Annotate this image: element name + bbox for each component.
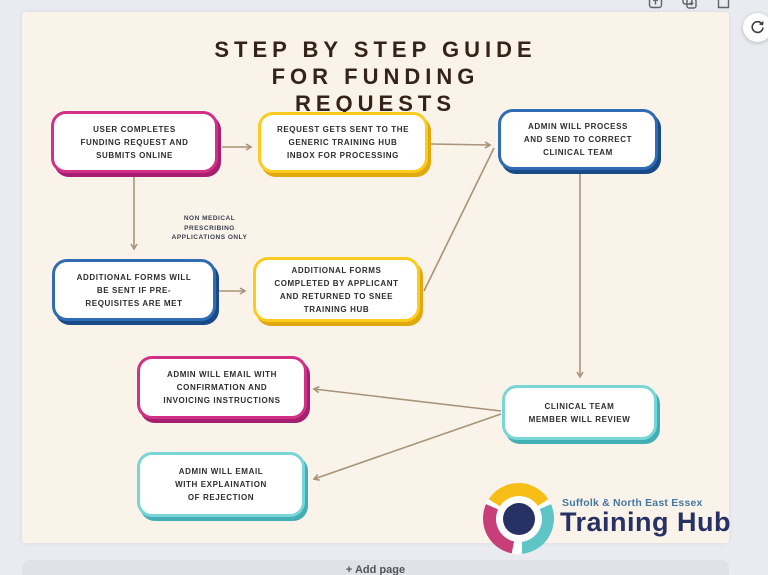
flow-node-additional-forms-sent[interactable]: ADDITIONAL FORMS WILL BE SENT IF PRE- RE… bbox=[52, 259, 216, 321]
logo-bottom-notch bbox=[515, 539, 522, 554]
page-toolbar bbox=[648, 0, 731, 9]
logo-ring-icon bbox=[483, 483, 554, 554]
logo-tagline: Suffolk & North East Essex bbox=[562, 497, 703, 509]
flow-node-label: ADMIN WILL PROCESS AND SEND TO CORRECT C… bbox=[523, 122, 633, 157]
flow-node-additional-forms-completed[interactable]: ADDITIONAL FORMS COMPLETED BY APPLICANT … bbox=[253, 257, 420, 322]
flow-node-label: CLINICAL TEAM MEMBER WILL REVIEW bbox=[528, 401, 631, 424]
move-up-page-icon[interactable] bbox=[648, 0, 663, 9]
flow-node-label: ADMIN WILL EMAIL WITH EXPLAINATION OF RE… bbox=[175, 467, 267, 502]
flow-node-clinical-review[interactable]: CLINICAL TEAM MEMBER WILL REVIEW bbox=[502, 385, 657, 440]
page-title[interactable]: STEP BY STEP GUIDE FOR FUNDING REQUESTS bbox=[214, 37, 537, 116]
flow-node-email-confirmation[interactable]: ADMIN WILL EMAIL WITH CONFIRMATION AND I… bbox=[137, 356, 307, 419]
add-page-label: + Add page bbox=[345, 564, 406, 575]
duplicate-page-icon[interactable] bbox=[682, 0, 697, 9]
flow-node-label: USER COMPLETES FUNDING REQUEST AND SUBMI… bbox=[80, 124, 189, 160]
flow-node-email-rejection[interactable]: ADMIN WILL EMAIL WITH EXPLAINATION OF RE… bbox=[137, 452, 305, 517]
new-page-icon[interactable] bbox=[716, 0, 731, 9]
flow-node-admin-process[interactable]: ADMIN WILL PROCESS AND SEND TO CORRECT C… bbox=[498, 109, 658, 170]
flow-node-label: ADDITIONAL FORMS COMPLETED BY APPLICANT … bbox=[274, 265, 399, 314]
flow-node-request-inbox[interactable]: REQUEST GETS SENT TO THE GENERIC TRAININ… bbox=[258, 112, 428, 173]
design-canvas[interactable]: STEP BY STEP GUIDE FOR FUNDING REQUESTS … bbox=[22, 12, 731, 554]
edge-label-non-medical[interactable]: NON MEDICAL PRESCRIBING APPLICATIONS ONL… bbox=[171, 215, 248, 241]
logo-center-dot-icon bbox=[502, 502, 535, 535]
sync-button[interactable] bbox=[743, 13, 768, 42]
flow-node-label: ADMIN WILL EMAIL WITH CONFIRMATION AND I… bbox=[163, 370, 281, 405]
add-page-button[interactable]: + Add page bbox=[22, 560, 729, 575]
logo-name: Training Hub bbox=[560, 507, 731, 537]
training-hub-logo: Suffolk & North East Essex Training Hub bbox=[483, 483, 745, 555]
flow-node-user-completes[interactable]: USER COMPLETES FUNDING REQUEST AND SUBMI… bbox=[51, 111, 218, 173]
flow-node-label: ADDITIONAL FORMS WILL BE SENT IF PRE- RE… bbox=[76, 272, 192, 308]
flow-node-label: REQUEST GETS SENT TO THE GENERIC TRAININ… bbox=[276, 125, 410, 160]
